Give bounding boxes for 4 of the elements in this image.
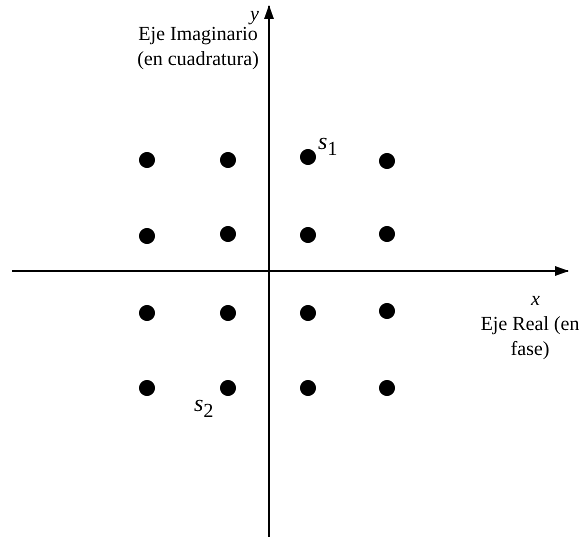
axis-title: Eje Real (en fase)	[480, 312, 580, 362]
point-label: s$_{1}$	[318, 130, 338, 162]
point-label: s$_{2}$	[194, 392, 214, 424]
axis-label: x	[531, 287, 540, 312]
